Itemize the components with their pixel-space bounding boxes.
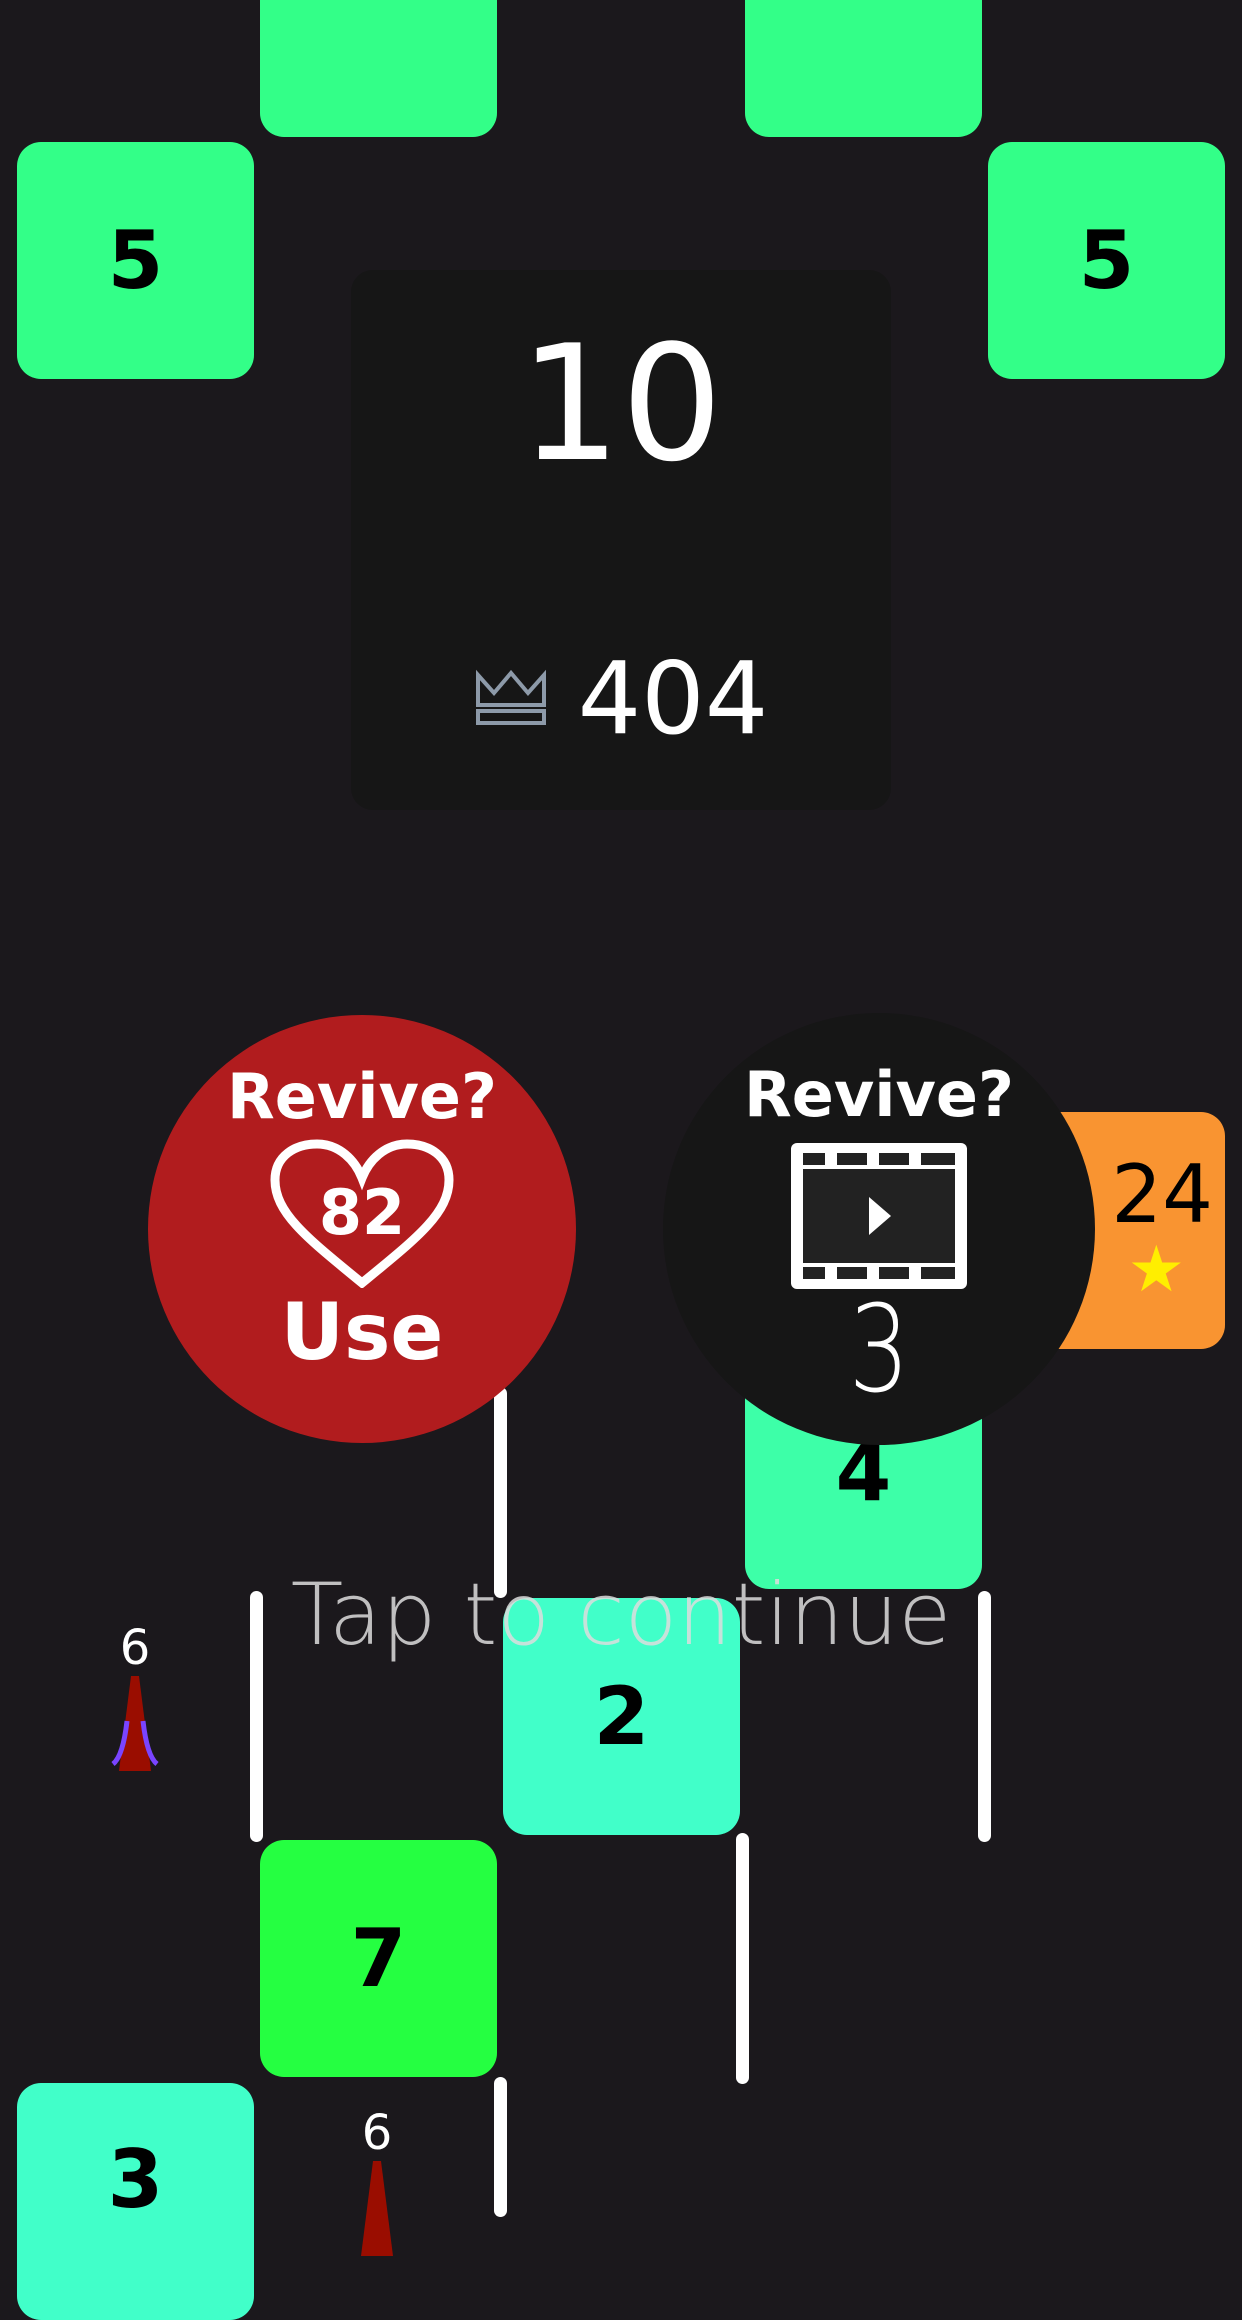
current-score: 10 [519,310,723,497]
revive-video-button[interactable]: Revive? 3 [663,1013,1095,1445]
revive-title: Revive? [744,1058,1014,1131]
tap-to-continue[interactable]: Tap to continue [290,1565,952,1665]
wall [736,1833,749,2084]
star-icon: ★ [1127,1233,1185,1308]
heart-icon: 82 [267,1138,457,1289]
video-play-icon [791,1143,967,1289]
block: 7 [260,1840,497,2077]
snake-length: 6 [361,2105,393,2161]
block: 5 [745,0,982,137]
use-label: Use [280,1288,444,1378]
snake: 6 [347,2105,407,2273]
snake-length: 6 [119,1620,151,1676]
wall [978,1591,991,1842]
block-value: 24 [1111,1148,1213,1242]
revive-title: Revive? [227,1060,497,1133]
block: 3 [17,2083,254,2320]
wall [250,1591,263,1842]
best-score: 404 [577,640,769,757]
block-value: 3 [107,2133,164,2226]
block: 5 [988,142,1225,379]
wall [494,1387,507,1598]
hearts-count: 82 [318,1176,406,1249]
wall [494,2077,507,2217]
crown-icon [475,669,546,725]
snake-body-icon [361,2161,393,2256]
block: 5 [17,142,254,379]
score-panel: 10 404 [351,270,891,810]
block: 5 [260,0,497,137]
countdown: 3 [848,1281,910,1420]
block: 2 [503,1598,740,1835]
snake-body-icon [111,1676,159,1771]
revive-hearts-button[interactable]: Revive? 82 Use [148,1015,576,1443]
snake: 6 [105,1620,165,1788]
